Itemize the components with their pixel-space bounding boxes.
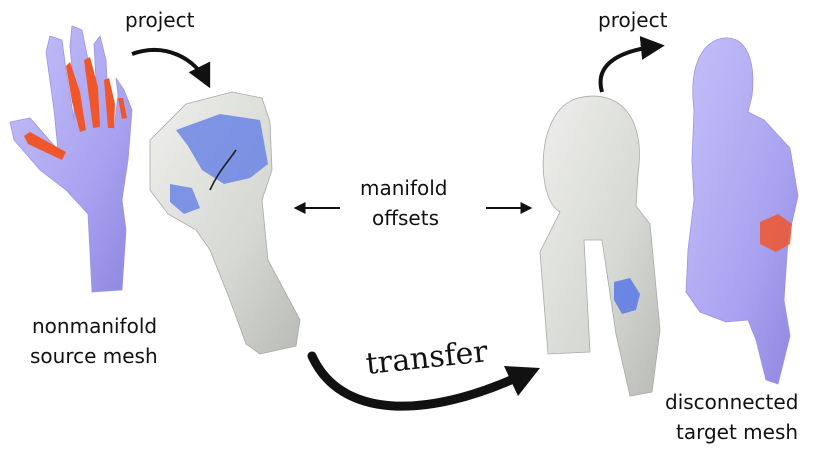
project-label-left: project (125, 8, 195, 32)
blue-points-target (614, 278, 640, 314)
manifold-offsets-label-line2: offsets (372, 206, 440, 230)
target-offset-mesh (539, 95, 661, 397)
target-label-line2: target mesh (676, 420, 799, 444)
source-label-line1: nonmanifold (32, 314, 158, 338)
crack-line (209, 149, 237, 191)
source-label-line2: source mesh (30, 344, 158, 368)
project-label-right: project (598, 8, 668, 32)
transfer-arrow (307, 351, 525, 411)
transfer-arrowhead (504, 366, 540, 396)
source-hand-mesh (9, 25, 133, 293)
project-arrow-left (131, 48, 211, 89)
target-body-mesh (685, 37, 799, 385)
manifold-offsets-label-line1: manifold (360, 176, 448, 200)
project-arrow-right (598, 35, 665, 93)
orange-points-target (760, 214, 792, 252)
target-label-line1: disconnected (665, 390, 799, 414)
blue-points-source (170, 114, 268, 214)
orange-points-source (24, 57, 127, 160)
